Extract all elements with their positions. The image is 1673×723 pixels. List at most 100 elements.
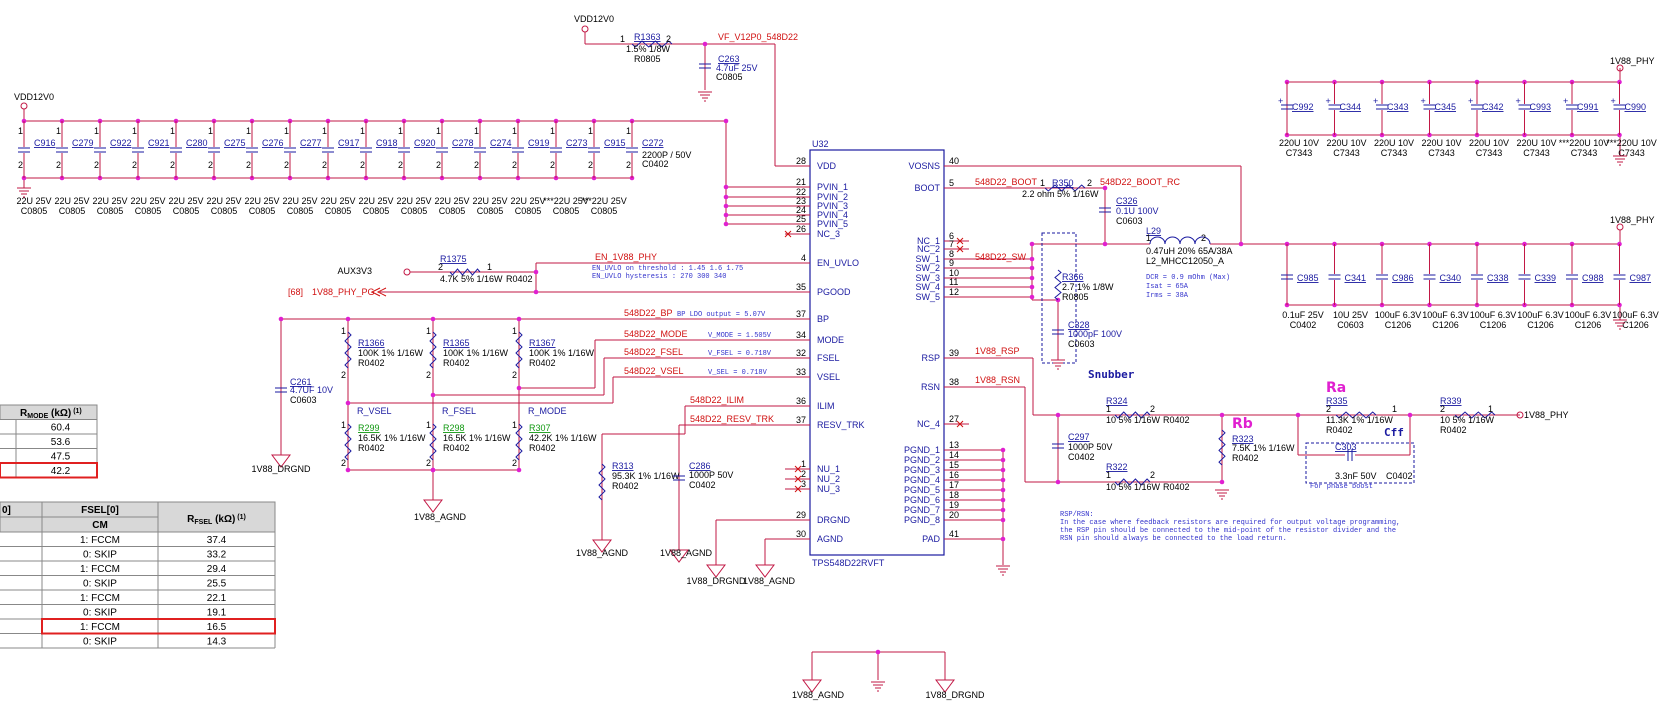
capacitor-icon [474, 147, 486, 153]
cap-value: 22U 25V [206, 196, 241, 206]
capacitor-icon: + [1373, 96, 1388, 110]
resistor-icon [429, 423, 437, 461]
cap-pkg: C1206 [1527, 320, 1554, 330]
pin-number: 2 [436, 160, 441, 170]
junction-dot [533, 289, 539, 295]
pin-name: PVIN_3 [817, 201, 848, 211]
junction-dot [723, 221, 729, 227]
junction-dot [1029, 294, 1035, 300]
pin-number: 1 [426, 326, 431, 336]
pin-number: 1 [322, 126, 327, 136]
power-label-aux3v3: AUX3V3 [337, 266, 372, 276]
pin-number: 1 [398, 126, 403, 136]
pin-name: NU_2 [817, 474, 840, 484]
net-label: 548D22_RESV_TRK [690, 414, 774, 424]
junction-dot [278, 316, 284, 322]
cap-value: 0.1U 100V [1116, 206, 1159, 216]
resistor-icon [1044, 184, 1086, 192]
pin-number: 1 [56, 126, 61, 136]
net-label: 548D22_MODE [624, 329, 688, 339]
inductor-ref: L29 [1146, 226, 1161, 236]
capacitor-icon [1423, 274, 1436, 280]
net-label: 1V88_RSN [975, 375, 1020, 385]
junction-dot [533, 269, 539, 275]
capacitor-icon [284, 147, 296, 153]
ground-icon [1613, 155, 1627, 166]
capacitor-icon [699, 63, 711, 69]
junction-dot [1000, 507, 1006, 513]
pin-number: 34 [796, 330, 806, 340]
resistor-value: 2.2 ohm 5% 1/16W [1022, 189, 1099, 199]
cap-pkg: C0805 [401, 206, 428, 216]
pin-number: 2 [474, 160, 479, 170]
cap-pkg: C0805 [553, 206, 580, 216]
pin-number: 4 [801, 253, 806, 263]
junction-dot [1029, 241, 1035, 247]
fsel-table-r: 25.5 [207, 579, 227, 590]
capacitor-icon [170, 147, 182, 153]
resistor-value: 16.5K 1% 1/16W [443, 433, 511, 443]
net-label: 1V88_RSP [975, 346, 1020, 356]
cap-value: 220U 10V [1326, 138, 1366, 148]
pin-name: RESV_TRK [817, 420, 865, 430]
pin-number: 2 [170, 160, 175, 170]
ic-part: TPS548D22RVFT [812, 558, 885, 568]
pin-name: SW_3 [915, 273, 940, 283]
net-label: VF_V12P0_548D22 [718, 32, 798, 42]
pin-number: 26 [796, 224, 806, 234]
junction-dot [1029, 265, 1035, 271]
cap-pkg: C0402 [689, 480, 716, 490]
pin-number: 37 [796, 309, 806, 319]
pin-number: 37 [796, 415, 806, 425]
cap-value: 22U 25V [54, 196, 89, 206]
cap-pkg: C7343 [1618, 148, 1645, 158]
net-label: 548D22_SW [975, 252, 1027, 262]
cap-ref: C342 [1482, 102, 1504, 112]
resistor-ref: R313 [612, 461, 634, 471]
junction-dot [1000, 467, 1006, 473]
capacitor-icon [1566, 274, 1578, 280]
cap-ref: C277 [300, 138, 322, 148]
resistor-icon [598, 463, 606, 501]
agnd-triangle-icon [592, 539, 612, 553]
cap-pkg: C1206 [1432, 320, 1459, 330]
pin-number: 1 [1392, 404, 1397, 414]
pin-number: 1 [588, 126, 593, 136]
pin-number: 1 [550, 126, 555, 136]
pin-number: 27 [949, 414, 959, 424]
cap-ref: C340 [1440, 273, 1462, 283]
pin-number: 36 [796, 396, 806, 406]
svg-text:+: + [1468, 96, 1473, 106]
resistor-icon [1454, 411, 1496, 419]
capacitor-icon: + [1611, 96, 1626, 110]
resistor-icon [1054, 269, 1062, 301]
cap-ref: C328 [1068, 320, 1090, 330]
cap-value: 22U 25V [244, 196, 279, 206]
mode-table: RMODE (kΩ) (1) [0, 404, 98, 479]
pin-number: 38 [949, 377, 959, 387]
fsel-table-cm: 0: SKIP [83, 579, 117, 590]
junction-dot [1000, 457, 1006, 463]
svg-text:+: + [1278, 96, 1283, 106]
cap-value: 100uF 6.3V [1375, 310, 1422, 320]
resistor-value: 100K 1% 1/16W [529, 348, 595, 358]
phase-boost-note: For phase boost [1310, 483, 1373, 491]
pin-name: VOSNS [908, 161, 940, 171]
pin-number: 32 [796, 348, 806, 358]
pin-number: 24 [796, 205, 806, 215]
junction-dot [723, 118, 729, 124]
pin-number: 35 [796, 282, 806, 292]
cap-pkg: C0805 [97, 206, 124, 216]
pin-name: NC_2 [917, 244, 940, 254]
junction-dot [516, 385, 522, 391]
cap-ref: C273 [566, 138, 588, 148]
pin-number: 39 [949, 348, 959, 358]
cap-ref: C993 [1530, 102, 1552, 112]
resistor-icon [1335, 411, 1377, 419]
feedback-note: In the case where feedback resistors are… [1060, 519, 1400, 527]
cap-ref: C918 [376, 138, 398, 148]
resistor-value: 100K 1% 1/16W [358, 348, 424, 358]
resistor-pkg: R0402 [1440, 425, 1467, 435]
cap-pkg: C7343 [1381, 148, 1408, 158]
cap-ref: C988 [1582, 273, 1604, 283]
